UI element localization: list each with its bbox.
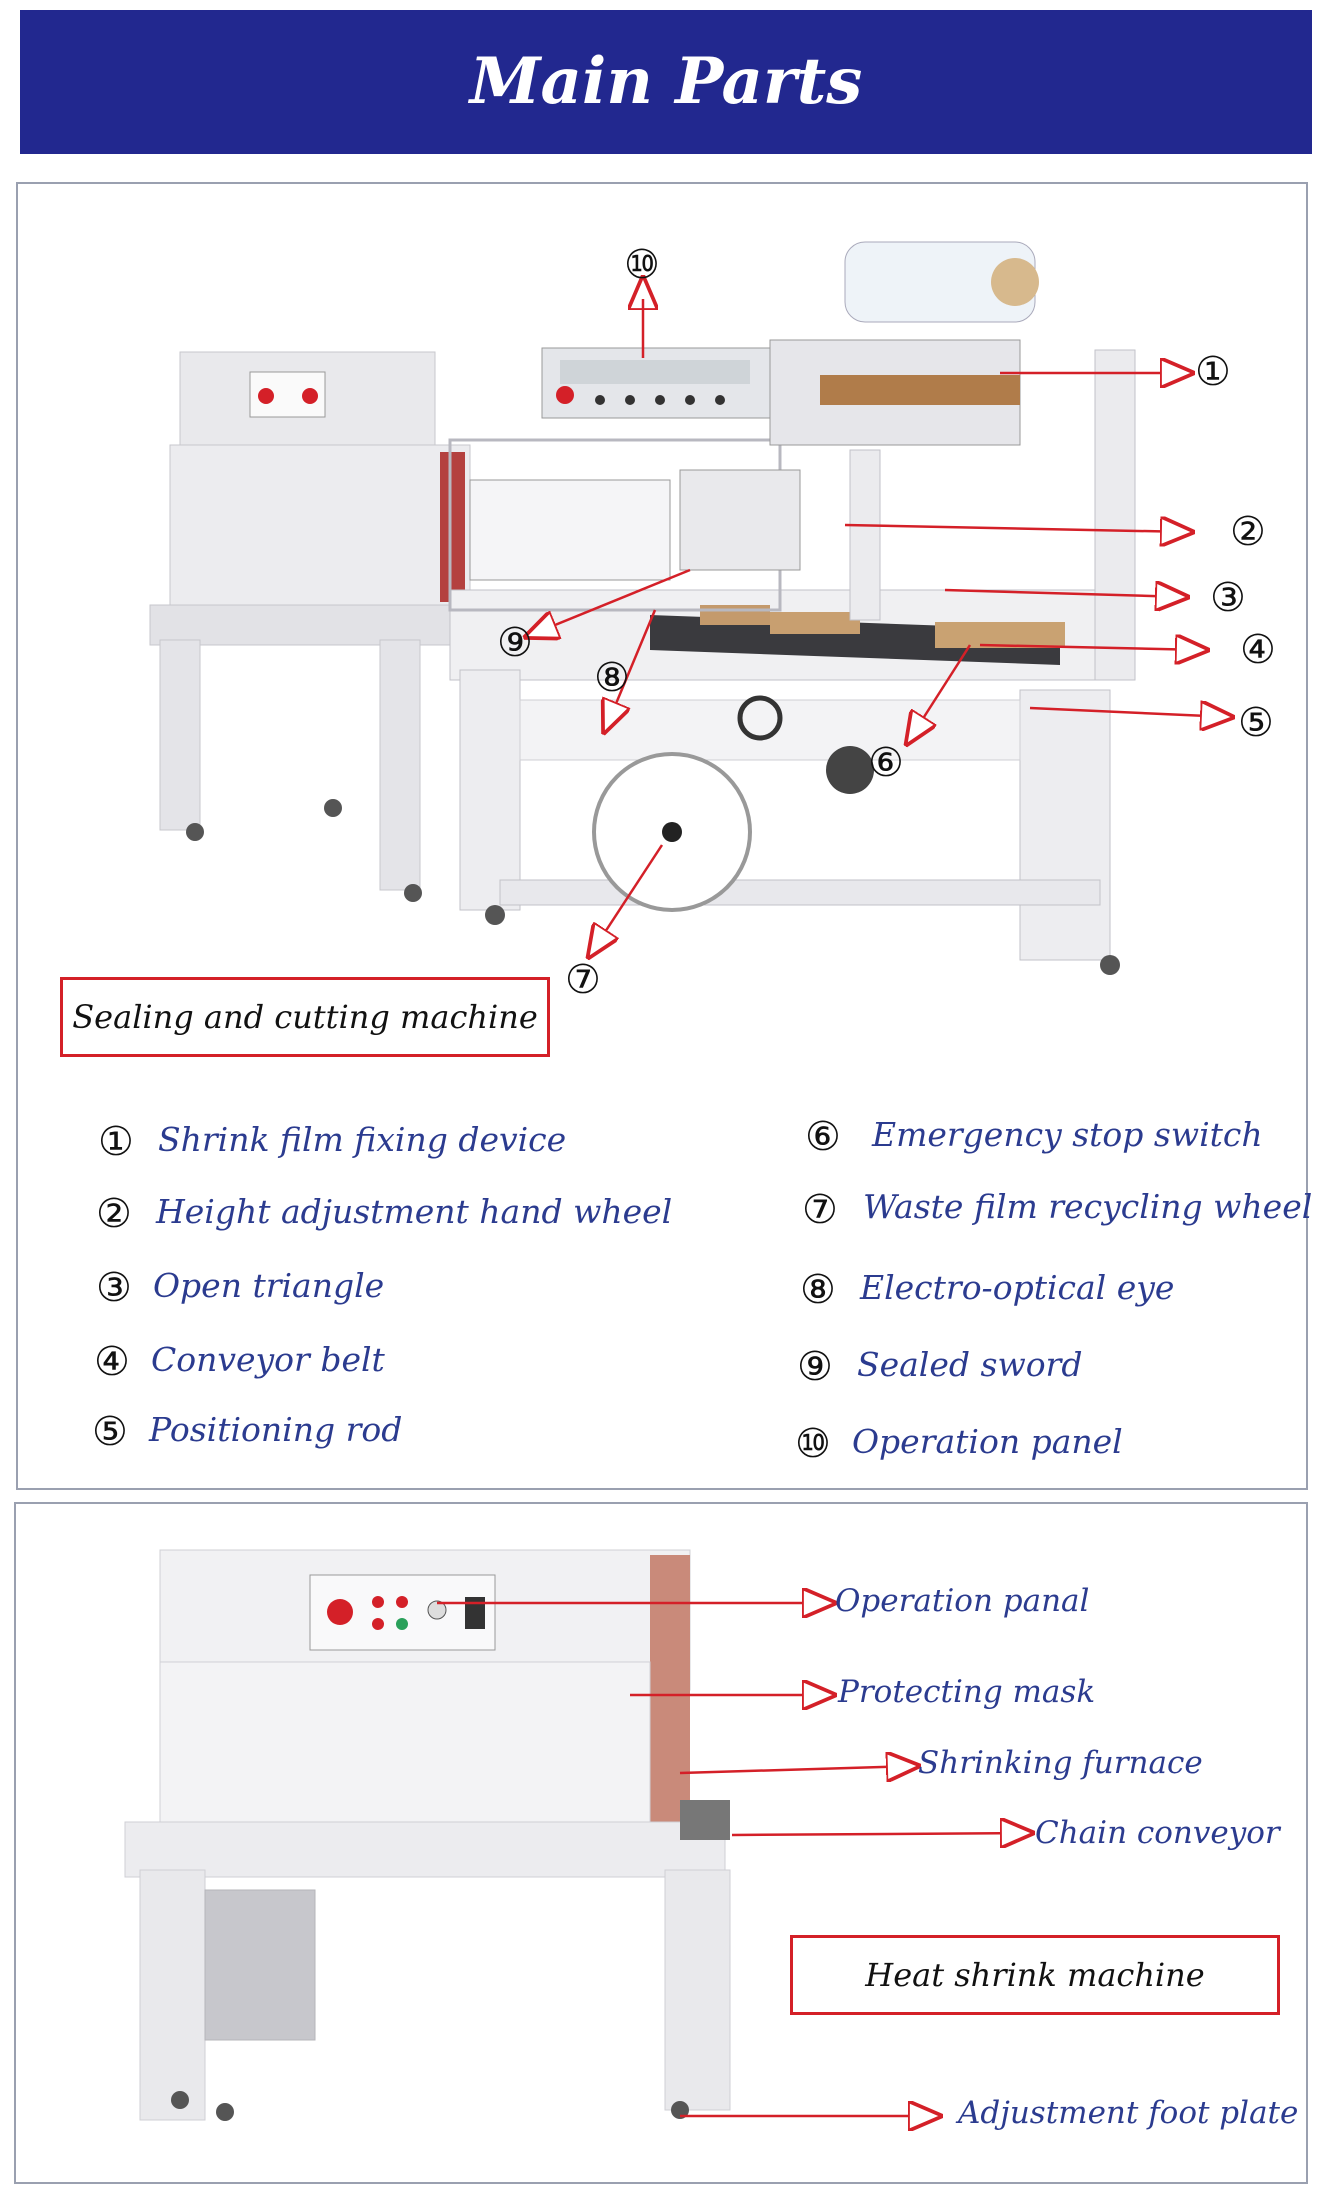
parts-right-label-10: Operation panel <box>852 1422 1123 1461</box>
callout-1: ① <box>1195 349 1231 395</box>
callout-3: ③ <box>1210 575 1246 621</box>
parts-right-label-8: Electro-optical eye <box>860 1268 1175 1307</box>
parts-right-num-6: ⑥ <box>805 1114 841 1160</box>
parts-left-label-2: Height adjustment hand wheel <box>156 1192 673 1231</box>
parts-right-num-8: ⑧ <box>800 1267 836 1313</box>
callout-4: ④ <box>1240 627 1276 673</box>
callout-arrows <box>528 280 1230 955</box>
parts-left-num-5: ⑤ <box>92 1409 128 1455</box>
callout-2: ② <box>1230 509 1266 555</box>
parts-right-label-6: Emergency stop switch <box>872 1115 1263 1154</box>
parts-right-num-9: ⑨ <box>797 1344 833 1390</box>
parts-right-num-7: ⑦ <box>802 1187 838 1233</box>
parts-left-num-3: ③ <box>96 1265 132 1311</box>
callout-6: ⑥ <box>868 740 904 786</box>
header-banner: Main Parts <box>20 10 1312 154</box>
hs-label-adjustment-foot-plate: Adjustment foot plate <box>958 2095 1299 2131</box>
callout-8: ⑧ <box>594 655 630 701</box>
background-shrink-tunnel <box>149 351 481 902</box>
callout-9: ⑨ <box>497 620 533 666</box>
heat-shrink-machine-label: Heat shrink machine <box>790 1935 1280 2015</box>
callout-7: ⑦ <box>565 957 601 1003</box>
parts-right-label-9: Sealed sword <box>857 1345 1083 1384</box>
parts-left-num-1: ① <box>98 1119 134 1165</box>
hs-label-operation-panel: Operation panal <box>835 1583 1090 1619</box>
hs-label-chain-conveyor: Chain conveyor <box>1035 1815 1280 1851</box>
parts-right-num-10: ⑩ <box>795 1421 831 1467</box>
hs-label-protecting-mask: Protecting mask <box>838 1674 1096 1710</box>
hs-label-shrinking-furnace: Shrinking furnace <box>918 1745 1203 1781</box>
parts-left-num-4: ④ <box>94 1339 130 1385</box>
parts-left-label-1: Shrink film fixing device <box>158 1120 567 1159</box>
parts-left-label-5: Positioning rod <box>149 1410 403 1449</box>
callout-10: ⑩ <box>624 242 660 288</box>
sealing-machine-label: Sealing and cutting machine <box>60 977 550 1057</box>
parts-left-label-3: Open triangle <box>153 1266 385 1305</box>
parts-left-num-2: ② <box>96 1191 132 1237</box>
parts-left-label-4: Conveyor belt <box>151 1340 385 1379</box>
parts-right-label-7: Waste film recycling wheel <box>863 1187 1313 1226</box>
page-title: Main Parts <box>469 44 863 119</box>
callout-5: ⑤ <box>1238 700 1274 746</box>
sealing-machine-body <box>448 241 1136 975</box>
